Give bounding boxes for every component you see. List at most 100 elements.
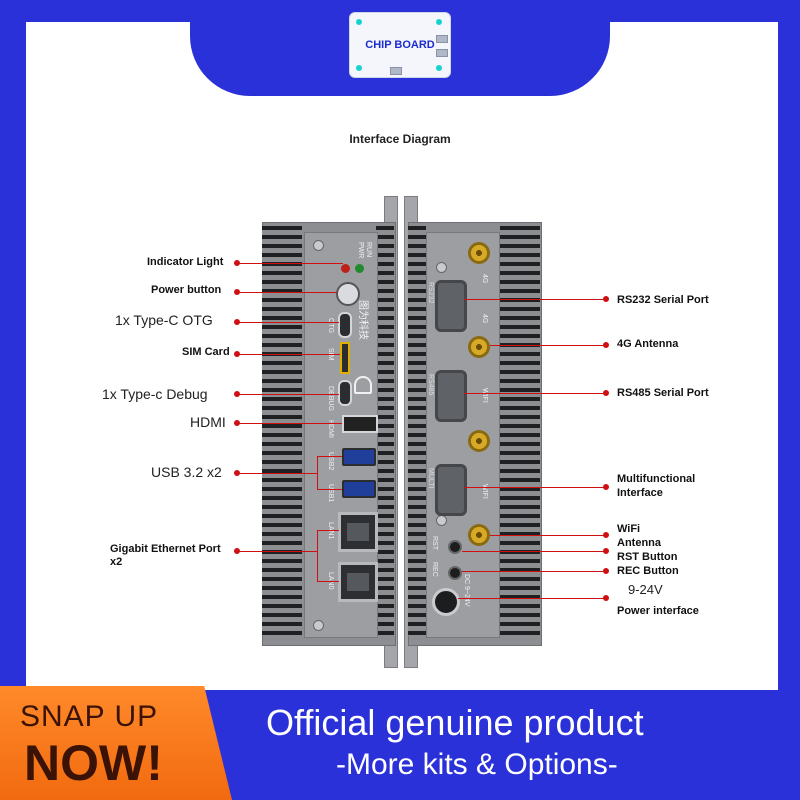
ethernet-label-line1: Gigabit Ethernet Port — [110, 543, 221, 555]
usb1-text: USB1 — [327, 484, 334, 503]
diagram-title: Interface Diagram — [349, 132, 451, 146]
rec-label: REC Button — [617, 565, 679, 577]
callout-line — [317, 581, 339, 582]
callout-line — [490, 535, 604, 536]
pwr-led-icon — [341, 264, 350, 273]
run-text: RUN — [365, 242, 372, 258]
debug-text: DEBUG — [327, 386, 334, 411]
callout-line — [237, 551, 317, 552]
dc-power-jack[interactable] — [432, 588, 460, 616]
callout-dot — [603, 296, 609, 302]
rs232-text: RS232 — [427, 282, 434, 304]
callout-bracket — [317, 456, 318, 490]
multifunction-port[interactable] — [435, 464, 467, 516]
power-interface-label: Power interface — [617, 605, 699, 617]
logo-port-icon — [390, 67, 402, 75]
logo-dot — [356, 19, 362, 25]
4g-antenna-label: 4G Antenna — [617, 338, 679, 350]
callout-line — [317, 530, 339, 531]
multifunction-label-line1: Multifunctional — [617, 473, 696, 485]
rs485-text: RS485 — [427, 374, 434, 396]
voltage-label: 9-24V — [628, 582, 663, 597]
left-heatsink-fins — [376, 226, 394, 636]
logo-dot — [436, 65, 442, 71]
dc-text: DC 9~24V — [463, 574, 470, 607]
wifi-antenna-connector[interactable] — [468, 524, 490, 546]
callout-line — [464, 487, 604, 488]
callout-dot — [603, 342, 609, 348]
callout-line — [237, 354, 340, 355]
logo-dot — [436, 19, 442, 25]
callout-dot — [603, 484, 609, 490]
screw-icon — [313, 240, 324, 251]
wifi-text-1: WIFI — [481, 388, 488, 403]
callout-line — [237, 473, 317, 474]
callout-line — [462, 551, 604, 552]
usb-label: USB 3.2 x2 — [151, 464, 222, 480]
right-heatsink-fins — [408, 226, 426, 636]
sim-label: SIM Card — [182, 346, 230, 358]
4g-text-b: 4G — [481, 314, 488, 324]
callout-bracket — [317, 530, 318, 582]
wifi-antenna-label-line1: WiFi — [617, 523, 641, 535]
snap-up-text: SNAP UP — [20, 700, 159, 733]
4g-antenna-connector[interactable] — [468, 336, 490, 358]
otg-text: OTG — [327, 318, 334, 334]
rst-label: RST Button — [617, 551, 678, 563]
rec-button[interactable] — [448, 566, 462, 580]
usb1-port[interactable] — [342, 480, 376, 498]
snap-up-badge — [0, 686, 232, 800]
lan1-port[interactable] — [338, 512, 378, 552]
callout-line — [464, 393, 604, 394]
power-label: Power button — [151, 284, 222, 296]
hdmi-label: HDMI — [190, 414, 226, 430]
typec-debug-port[interactable] — [338, 380, 352, 406]
rec-text: REC — [431, 562, 438, 577]
rs485-port[interactable] — [435, 370, 467, 422]
usb2-text: USB2 — [327, 452, 334, 471]
sim-card-slot[interactable] — [340, 342, 350, 374]
usb2-port[interactable] — [342, 448, 376, 466]
callout-dot — [603, 548, 609, 554]
callout-line — [458, 598, 604, 599]
typec-otg-label: 1x Type-C OTG — [115, 312, 213, 328]
callout-dot — [603, 568, 609, 574]
multi-text: MULTI — [427, 468, 434, 489]
callout-line — [237, 292, 337, 293]
official-genuine-text: Official genuine product — [266, 702, 644, 743]
brand-mark-icon — [354, 376, 372, 394]
chip-board-logo: CHIP BOARD — [349, 12, 451, 78]
screw-icon — [313, 620, 324, 631]
callout-line — [237, 394, 339, 395]
rs232-label: RS232 Serial Port — [617, 294, 709, 306]
power-button[interactable] — [336, 282, 360, 306]
now-text: NOW! — [24, 735, 163, 791]
callout-line — [464, 299, 604, 300]
wifi-antenna-label-line2: Antenna — [617, 537, 661, 549]
callout-line — [237, 263, 343, 264]
content-panel — [26, 22, 778, 690]
hdmi-port[interactable] — [342, 415, 378, 433]
rs485-label: RS485 Serial Port — [617, 387, 709, 399]
left-heatsink-fins — [262, 226, 302, 636]
lan0-port[interactable] — [338, 562, 378, 602]
multifunction-label-line2: Interface — [617, 487, 663, 499]
rst-button[interactable] — [448, 540, 462, 554]
callout-line — [237, 322, 339, 323]
screw-icon — [436, 515, 447, 526]
typec-otg-port[interactable] — [338, 312, 352, 338]
callout-line — [462, 571, 604, 572]
logo-port-icon — [436, 49, 448, 57]
4g-antenna-connector[interactable] — [468, 242, 490, 264]
pwr-text: PWR — [357, 242, 364, 259]
wifi-antenna-connector[interactable] — [468, 430, 490, 452]
logo-dot — [356, 65, 362, 71]
screw-icon — [436, 262, 447, 273]
4g-text-a: 4G — [481, 274, 488, 284]
callout-dot — [603, 532, 609, 538]
rs232-port[interactable] — [435, 280, 467, 332]
logo-port-icon — [436, 35, 448, 43]
callout-line — [317, 456, 342, 457]
callout-line — [490, 345, 604, 346]
ethernet-label-line2: x2 — [110, 556, 123, 568]
